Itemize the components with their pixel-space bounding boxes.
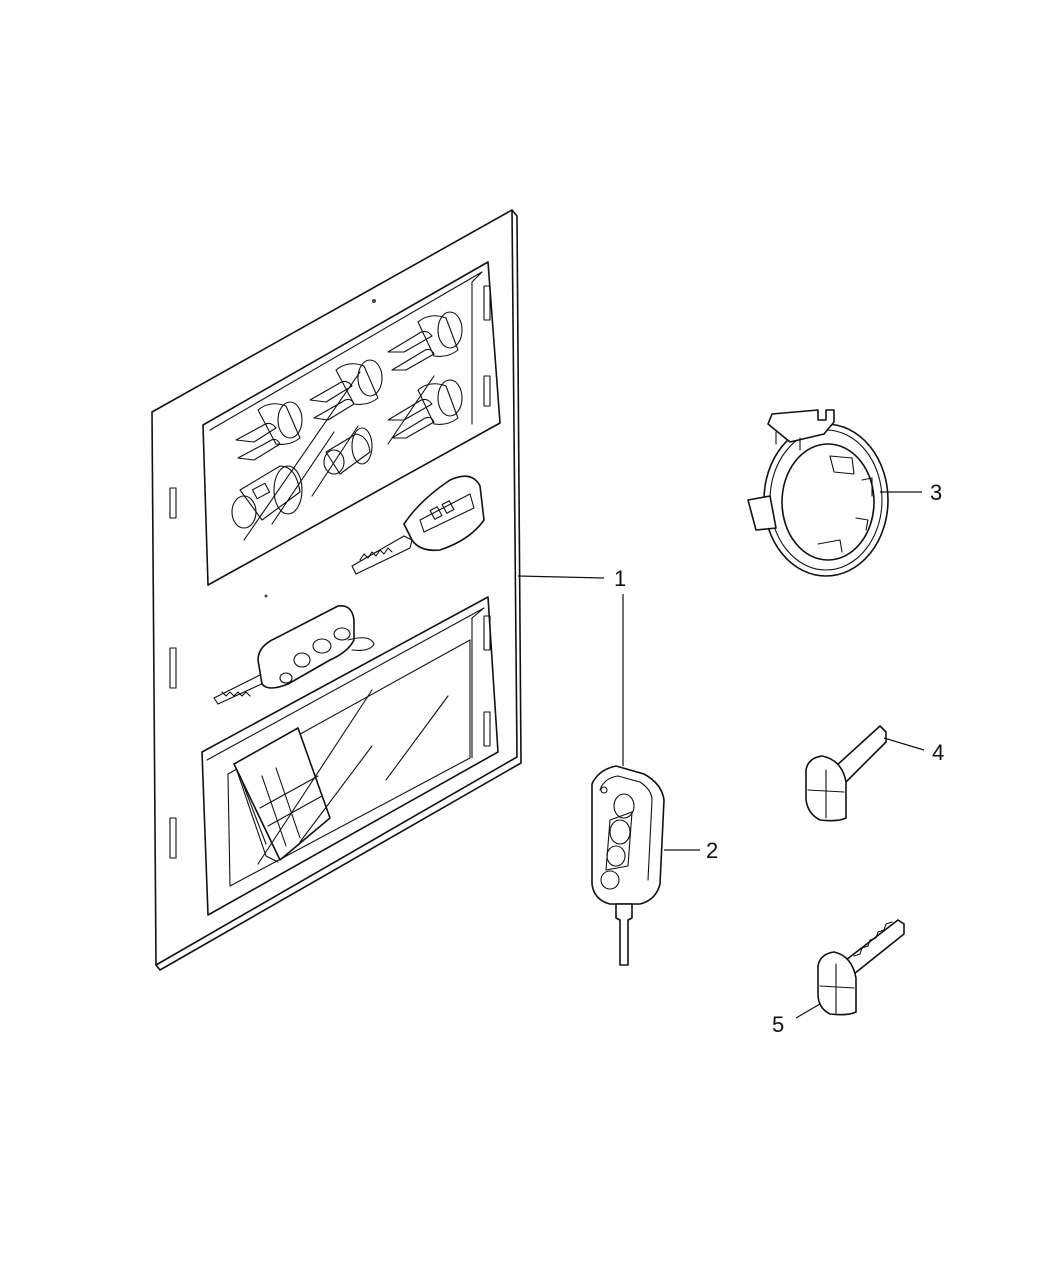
flip-key-fob-icon xyxy=(591,765,665,966)
key-blank-icon xyxy=(805,725,887,822)
callout-4: 4 xyxy=(932,740,944,765)
lock-cylinder-icon xyxy=(387,311,463,371)
lock-cylinder-icon xyxy=(309,359,383,421)
lock-and-key-kit-board-icon xyxy=(151,209,522,971)
callout-2: 2 xyxy=(706,838,718,863)
leader-line-1 xyxy=(517,575,605,579)
code-card-icon xyxy=(233,727,331,863)
callout-3: 3 xyxy=(930,480,942,505)
lock-cylinder-icon xyxy=(323,427,373,475)
cut-key-blade-icon xyxy=(817,919,905,1016)
flip-key-fob-icon xyxy=(213,604,375,705)
callout-5: 5 xyxy=(772,1012,784,1037)
lock-cylinder-icon xyxy=(387,379,463,439)
ignition-ring-icon xyxy=(747,409,889,577)
callouts: 1 2 3 4 5 xyxy=(614,480,944,1037)
lock-cylinder-icon xyxy=(235,401,303,461)
leader-line-5 xyxy=(795,1003,821,1019)
callout-1: 1 xyxy=(614,566,626,591)
transponder-key-icon xyxy=(351,475,485,575)
leader-line-4 xyxy=(883,737,925,751)
lock-cylinder-icon xyxy=(231,465,303,529)
leader-lines xyxy=(517,491,925,1019)
